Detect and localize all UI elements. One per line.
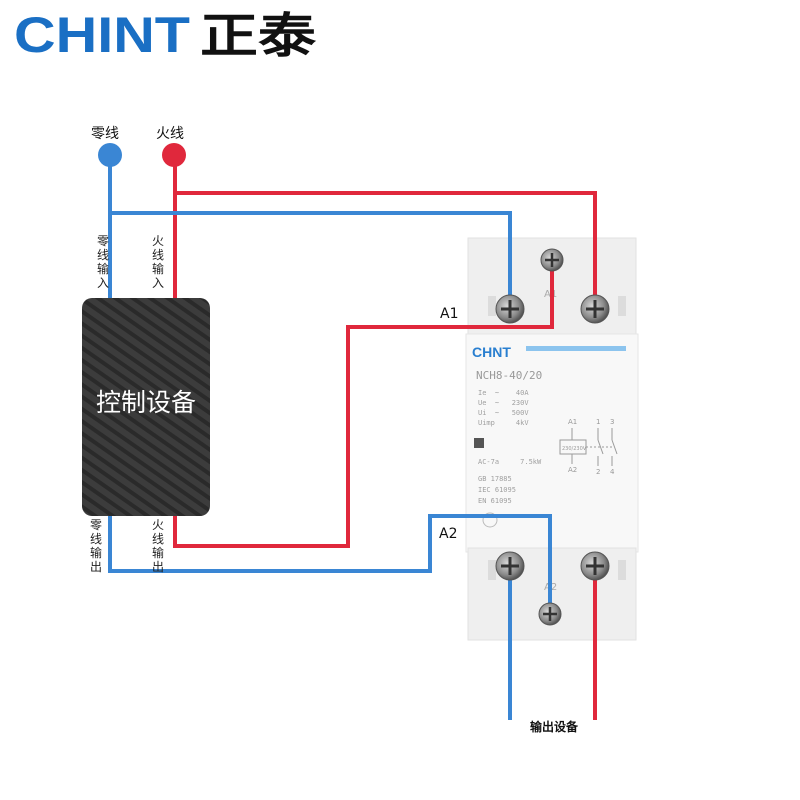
certification-mark [482,512,498,528]
live-terminal-dot [162,143,186,167]
pin-label-a2: A2 [439,526,457,542]
svg-text:火: 火 [152,234,164,248]
svg-text:线: 线 [97,248,109,262]
neutral-terminal-dot [98,143,122,167]
contactor-spec-3: Ui ~ 500V [478,409,529,417]
neutral-out-label: 零 线 输 出 [90,518,102,574]
contactor-indicator [474,438,484,448]
svg-text:出: 出 [152,560,164,574]
contactor-standard-2: IEC 61095 [478,486,516,494]
svg-text:输: 输 [152,545,164,560]
svg-text:零: 零 [90,518,102,532]
control-device: 控制设备 [82,298,210,516]
svg-text:230/230V: 230/230V [562,446,587,452]
neutral-to-contactor-wire [110,211,512,310]
svg-text:线: 线 [152,532,164,546]
contactor-spec-4: Uimp 4kV [478,419,529,427]
svg-text:2: 2 [596,468,600,476]
contactor-blue-stripe [526,346,626,351]
live-to-contactor-wire [175,191,597,310]
contactor-standard-3: EN 61095 [478,497,512,505]
neutral-wires [108,156,552,720]
neutral-terminal-label: 零线 [91,126,119,142]
neutral-out-to-a2-wire [108,514,552,614]
svg-text:A1: A1 [568,418,577,426]
control-device-box [82,298,210,516]
live-in-label: 火 线 输 入 [152,234,164,290]
screws [495,248,610,626]
live-wires [173,156,597,720]
svg-text:4: 4 [610,468,615,476]
svg-text:入: 入 [97,276,109,290]
svg-text:入: 入 [152,276,164,290]
svg-text:输: 输 [97,261,109,276]
contactor-model: NCH8-40/20 [476,369,542,382]
brand-logo-cn: 正泰 [200,8,317,64]
pin-label-a1: A1 [440,306,458,322]
screw-neutral-out-icon [495,551,525,581]
contactor-brand: CHNT [472,344,511,360]
contactor-spec-1: Ie ~ 40A [478,389,529,397]
live-out-to-a1-wire [173,262,554,548]
live-terminal-label: 火线 [156,126,184,142]
contactor-spec-2: Ue ~ 230V [478,399,529,407]
svg-text:出: 出 [90,560,102,574]
control-device-label: 控制设备 [96,388,196,417]
svg-text:线: 线 [90,532,102,546]
screw-a2-icon [538,602,562,626]
svg-text:输: 输 [152,261,164,276]
contactor-schematic: A1 A2 1 3 2 4 230/230V [562,418,615,476]
svg-text:零: 零 [97,234,109,248]
svg-text:3: 3 [610,418,614,426]
screw-neutral-in-icon [495,294,525,324]
screw-live-out-icon [580,551,610,581]
output-device-label: 输出设备 [530,719,579,734]
brand-logo-text: CHINT [14,7,190,63]
svg-text:1: 1 [596,418,600,426]
neutral-in-label: 零 线 输 入 [97,234,109,290]
contactor-rating: AC-7a 7.5kW [478,458,542,466]
contactor-standard-1: GB 17885 [478,475,512,483]
svg-text:火: 火 [152,518,164,532]
svg-text:输: 输 [90,545,102,560]
live-out-label: 火 线 输 出 [152,518,164,574]
screw-a1-icon [540,248,564,272]
screw-live-in-icon [580,294,610,324]
svg-text:线: 线 [152,248,164,262]
brand-logo: CHINT 正泰 [14,7,317,64]
svg-text:A2: A2 [568,466,577,474]
